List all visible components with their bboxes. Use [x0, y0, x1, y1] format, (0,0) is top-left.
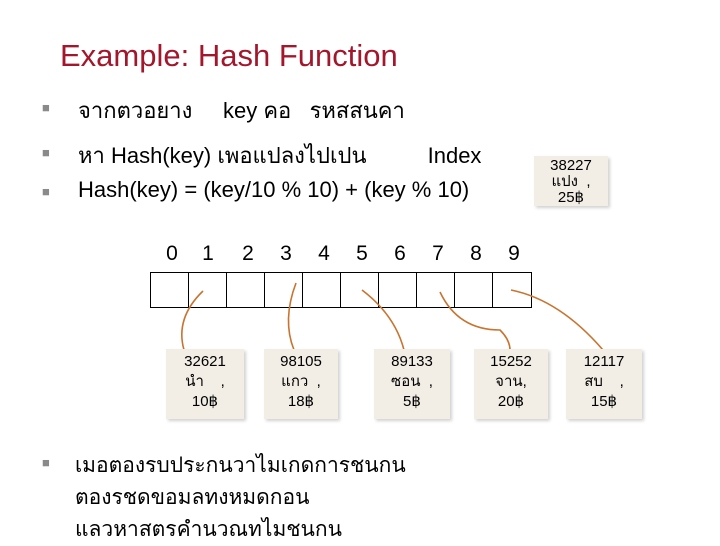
card-line: 15252	[490, 353, 532, 370]
array-index: 1	[202, 242, 214, 265]
card-line: 15฿	[590, 393, 618, 410]
card-line: แกว ,	[281, 373, 321, 390]
card-line: 32621	[184, 353, 226, 370]
bottom-bullet-line-3: แลวหาสตรคำนวณทไมชนกน	[75, 518, 342, 541]
card-line: 5฿	[403, 393, 421, 410]
overlay-product-card: 38227 แปง , 25฿	[534, 156, 608, 206]
bullet-marker-square-icon: ■	[42, 100, 50, 115]
card-line: 38227	[550, 157, 592, 174]
card-line: 10฿	[191, 393, 219, 410]
card-line: จาน,	[495, 373, 527, 390]
card-line: นำ ,	[185, 373, 225, 390]
card-line: 12117	[583, 353, 625, 370]
array-cell	[455, 273, 493, 307]
card-line: 25฿	[557, 189, 585, 206]
array-cell	[265, 273, 303, 307]
bottom-bullet-line-1: เมอตองรบประกนวาไมเกดการชนกน	[75, 454, 406, 477]
array-cell	[303, 273, 341, 307]
array-index: 6	[394, 242, 406, 265]
bottom-bullet-line-2: ตองรชดขอมลทงหมดกอน	[75, 486, 310, 509]
array-index: 4	[318, 242, 330, 265]
bullet-line-hash-formula: Hash(key) = (key/10 % 10) + (key % 10)	[78, 177, 470, 202]
array-cell	[151, 273, 189, 307]
array-cell	[417, 273, 455, 307]
array-index: 2	[242, 242, 254, 265]
array-cell	[189, 273, 227, 307]
card-line: แปง ,	[551, 173, 591, 190]
array-index: 0	[166, 242, 178, 265]
product-card-98105: 98105 แกว , 18฿	[264, 349, 338, 419]
array-index: 7	[432, 242, 444, 265]
card-line: 20฿	[497, 393, 525, 410]
bullet-marker-square-icon: ■	[42, 455, 50, 470]
product-card-15252: 15252 จาน, 20฿	[474, 349, 548, 419]
card-line: ซอน ,	[391, 373, 433, 390]
arrow-15252-to-slot-7	[439, 291, 511, 351]
hash-table-array	[150, 272, 532, 308]
product-card-12117: 12117 สบ , 15฿	[566, 349, 642, 419]
array-index: 5	[356, 242, 368, 265]
product-card-89133: 89133 ซอน , 5฿	[374, 349, 450, 419]
array-cell	[227, 273, 265, 307]
product-card-32621: 32621 นำ , 10฿	[166, 349, 244, 419]
array-index: 8	[470, 242, 482, 265]
bullet-marker-square-icon: ■	[42, 184, 50, 199]
array-cell	[341, 273, 379, 307]
array-cell	[379, 273, 417, 307]
arrow-98105-to-slot-6	[287, 282, 297, 351]
bullet-line-example: จากตวอยาง key คอ รหสสนคา	[78, 98, 405, 123]
card-line: 18฿	[287, 393, 315, 410]
arrow-89133-to-slot-6	[361, 289, 405, 351]
card-line: 89133	[391, 353, 433, 370]
slide-title: Example: Hash Function	[60, 38, 398, 73]
bullet-marker-square-icon: ■	[42, 145, 50, 160]
array-index: 3	[280, 242, 292, 265]
card-line: 98105	[280, 353, 322, 370]
array-index: 9	[508, 242, 520, 265]
arrow-32621-to-slot-1	[181, 290, 204, 351]
arrow-12117-to-slot-8	[510, 289, 604, 351]
card-line: สบ ,	[584, 373, 624, 390]
bullet-line-find-hash: หา Hash(key) เพอแปลงไปเปน Index	[78, 143, 482, 168]
